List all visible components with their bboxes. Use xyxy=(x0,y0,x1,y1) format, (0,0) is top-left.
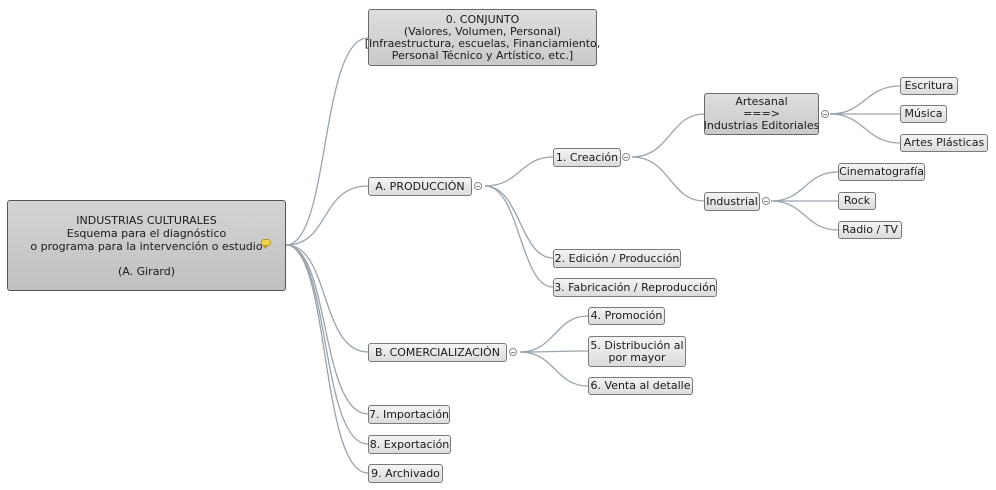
radio-tv-label: Radio / TV xyxy=(842,223,898,236)
escritura-label: Escritura xyxy=(904,79,954,92)
node-rock[interactable]: Rock xyxy=(838,192,876,210)
rock-label: Rock xyxy=(843,194,871,207)
link-produccion-fabricacion xyxy=(484,185,554,288)
edicion-label: 2. Edición / Producción xyxy=(554,251,680,265)
musica-label: Música xyxy=(904,107,943,120)
root-line-2: Esquema para el diagnóstico xyxy=(66,226,227,240)
node-creacion[interactable]: 1. Creación xyxy=(553,148,621,167)
node-radio-tv[interactable]: Radio / TV xyxy=(838,221,902,239)
link-produccion-creacion xyxy=(484,156,554,187)
link-artesanal-escritura xyxy=(829,85,901,115)
node-escritura[interactable]: Escritura xyxy=(900,77,958,95)
link-root-comercializacion xyxy=(285,244,369,353)
node-fabricacion[interactable]: 3. Fabricación / Reproducción xyxy=(553,278,717,297)
link-industrial-cine xyxy=(770,171,839,202)
link-creacion-industrial xyxy=(631,156,705,202)
link-comerc-venta xyxy=(519,351,589,387)
node-edicion[interactable]: 2. Edición / Producción xyxy=(553,249,681,268)
promocion-label: 4. Promoción xyxy=(590,309,663,322)
collapse-industrial-icon[interactable] xyxy=(762,197,770,205)
node-artes-plasticas[interactable]: Artes Plásticas xyxy=(900,134,988,152)
importacion-label: 7. Importación xyxy=(368,407,450,421)
node-comercializacion[interactable]: B. COMERCIALIZACIÓN xyxy=(368,343,507,362)
cinematografia-label: Cinematografía xyxy=(839,165,924,178)
link-artesanal-artes xyxy=(829,113,901,144)
node-conjunto[interactable]: 0. CONJUNTO (Valores, Volumen, Personal)… xyxy=(365,9,600,66)
node-archivado[interactable]: 9. Archivado xyxy=(368,464,443,483)
node-musica[interactable]: Música xyxy=(900,105,947,123)
node-promocion[interactable]: 4. Promoción xyxy=(588,307,665,325)
node-cinematografia[interactable]: Cinematografía xyxy=(838,163,925,181)
conjunto-line-2: (Valores, Volumen, Personal) xyxy=(403,24,562,38)
node-exportacion[interactable]: 8. Exportación xyxy=(368,435,451,454)
node-artesanal[interactable]: Artesanal ===> Industrias Editoriales xyxy=(704,93,819,135)
link-root-exportacion xyxy=(285,244,369,445)
artesanal-line-3: Industrias Editoriales xyxy=(703,119,820,132)
link-root-importacion xyxy=(285,244,369,415)
link-comerc-promocion xyxy=(519,315,589,353)
node-distribucion[interactable]: 5. Distribución al por mayor xyxy=(588,336,686,367)
artesanal-line-2: ===> xyxy=(743,107,780,120)
root-line-3: o programa para la intervención o estudi… xyxy=(30,239,263,253)
node-industrial[interactable]: Industrial xyxy=(704,192,760,211)
venta-label: 6. Venta al detalle xyxy=(590,379,691,392)
note-icon[interactable] xyxy=(261,239,271,249)
link-creacion-artesanal xyxy=(631,113,705,158)
link-produccion-edicion xyxy=(484,185,554,259)
collapse-artesanal-icon[interactable] xyxy=(821,110,829,118)
exportacion-label: 8. Exportación xyxy=(369,437,450,451)
link-root-conjunto xyxy=(285,37,369,246)
artes-plasticas-label: Artes Plásticas xyxy=(903,136,985,149)
industrial-label: Industrial xyxy=(706,194,758,208)
produccion-label: A. PRODUCCIÓN xyxy=(375,179,465,193)
collapse-comercializacion-icon[interactable] xyxy=(509,348,517,356)
conjunto-line-4: Personal Técnico y Artístico, etc.] xyxy=(391,48,574,62)
root-line-1: INDUSTRIAS CULTURALES xyxy=(76,213,217,227)
comercializacion-label: B. COMERCIALIZACIÓN xyxy=(375,345,500,359)
artesanal-line-1: Artesanal xyxy=(735,95,788,108)
link-root-produccion xyxy=(285,185,369,246)
distribucion-line-2: por mayor xyxy=(608,350,666,364)
root-node[interactable]: INDUSTRIAS CULTURALES Esquema para el di… xyxy=(7,200,286,291)
root-line-5: (A. Girard) xyxy=(117,264,176,278)
collapse-produccion-icon[interactable] xyxy=(474,182,482,190)
node-produccion[interactable]: A. PRODUCCIÓN xyxy=(368,177,472,196)
link-industrial-radio xyxy=(770,200,839,231)
conjunto-line-3: [Infraestructura, escuelas, Financiamien… xyxy=(364,36,601,50)
link-root-archivado xyxy=(285,244,369,474)
node-importacion[interactable]: 7. Importación xyxy=(368,405,450,424)
distribucion-line-1: 5. Distribución al xyxy=(590,338,684,352)
creacion-label: 1. Creación xyxy=(555,150,619,164)
fabricacion-label: 3. Fabricación / Reproducción xyxy=(554,280,716,294)
link-comerc-distribucion xyxy=(519,350,589,353)
archivado-label: 9. Archivado xyxy=(371,466,440,480)
conjunto-line-1: 0. CONJUNTO xyxy=(445,12,520,26)
collapse-creacion-icon[interactable] xyxy=(622,153,630,161)
node-venta[interactable]: 6. Venta al detalle xyxy=(588,377,693,395)
